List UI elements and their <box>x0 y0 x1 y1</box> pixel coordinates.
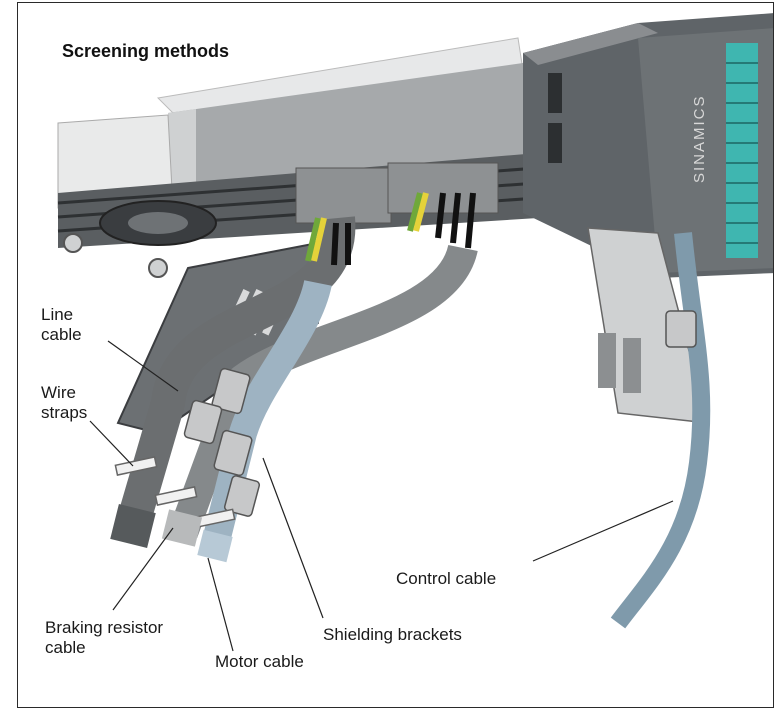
shielding-bracket <box>665 310 697 348</box>
shielding-bracket <box>183 399 223 445</box>
wire-strap <box>114 456 158 476</box>
shielding-bracket <box>213 429 253 477</box>
label-wire-straps-line2: straps <box>41 403 88 422</box>
label-line-cable-line2: cable <box>41 325 82 344</box>
braking-resistor-cable <box>168 243 478 539</box>
teal-led-strip <box>726 43 758 258</box>
terminal-block <box>295 167 392 224</box>
motor-cable <box>199 279 332 557</box>
label-motor-cable: Motor cable <box>215 652 304 671</box>
label-braking-resistor-line2: cable <box>45 638 86 657</box>
label-wire-straps: Wire straps <box>41 383 87 423</box>
shielding-bracket <box>211 367 251 415</box>
screw <box>63 233 83 253</box>
brand-logo: SINAMICS <box>691 94 708 183</box>
label-line-cable-line1: Line <box>41 305 74 324</box>
label-braking-resistor-line1: Braking resistor <box>45 618 164 637</box>
shielding-bracket <box>223 475 261 517</box>
screw <box>148 258 168 278</box>
drive-illustration: SINAMICS <box>57 13 773 652</box>
label-wire-straps-line1: Wire <box>41 383 76 402</box>
control-cable <box>610 232 711 629</box>
label-braking-resistor-cable: Braking resistor cable <box>45 618 163 658</box>
label-control-cable: Control cable <box>396 569 497 588</box>
label-shielding-brackets: Shielding brackets <box>323 625 462 644</box>
diagram-title: Screening methods <box>62 41 230 61</box>
diagram-frame: SINAMICS Screening methods Line cable Wi… <box>17 2 774 708</box>
label-line-cable: Line cable <box>41 305 82 345</box>
wire-strap <box>154 486 198 506</box>
